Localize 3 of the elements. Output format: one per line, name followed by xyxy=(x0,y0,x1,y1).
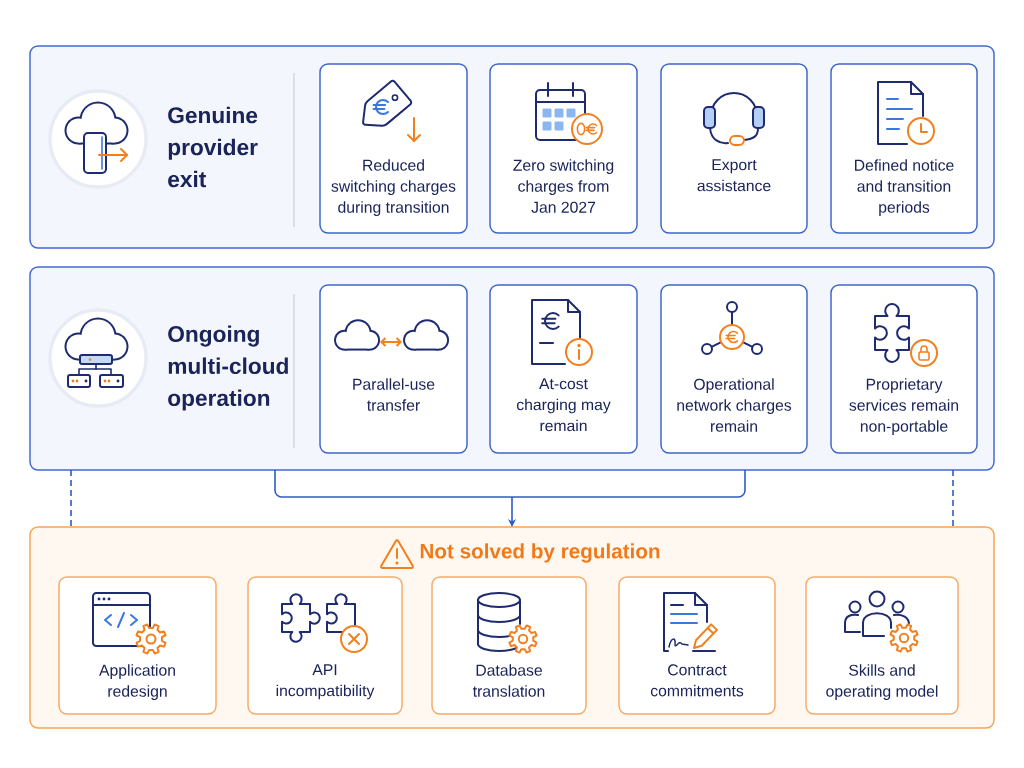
dashed-line xyxy=(952,469,954,528)
bracket-arrow xyxy=(274,469,746,527)
dashed-line xyxy=(70,469,72,528)
